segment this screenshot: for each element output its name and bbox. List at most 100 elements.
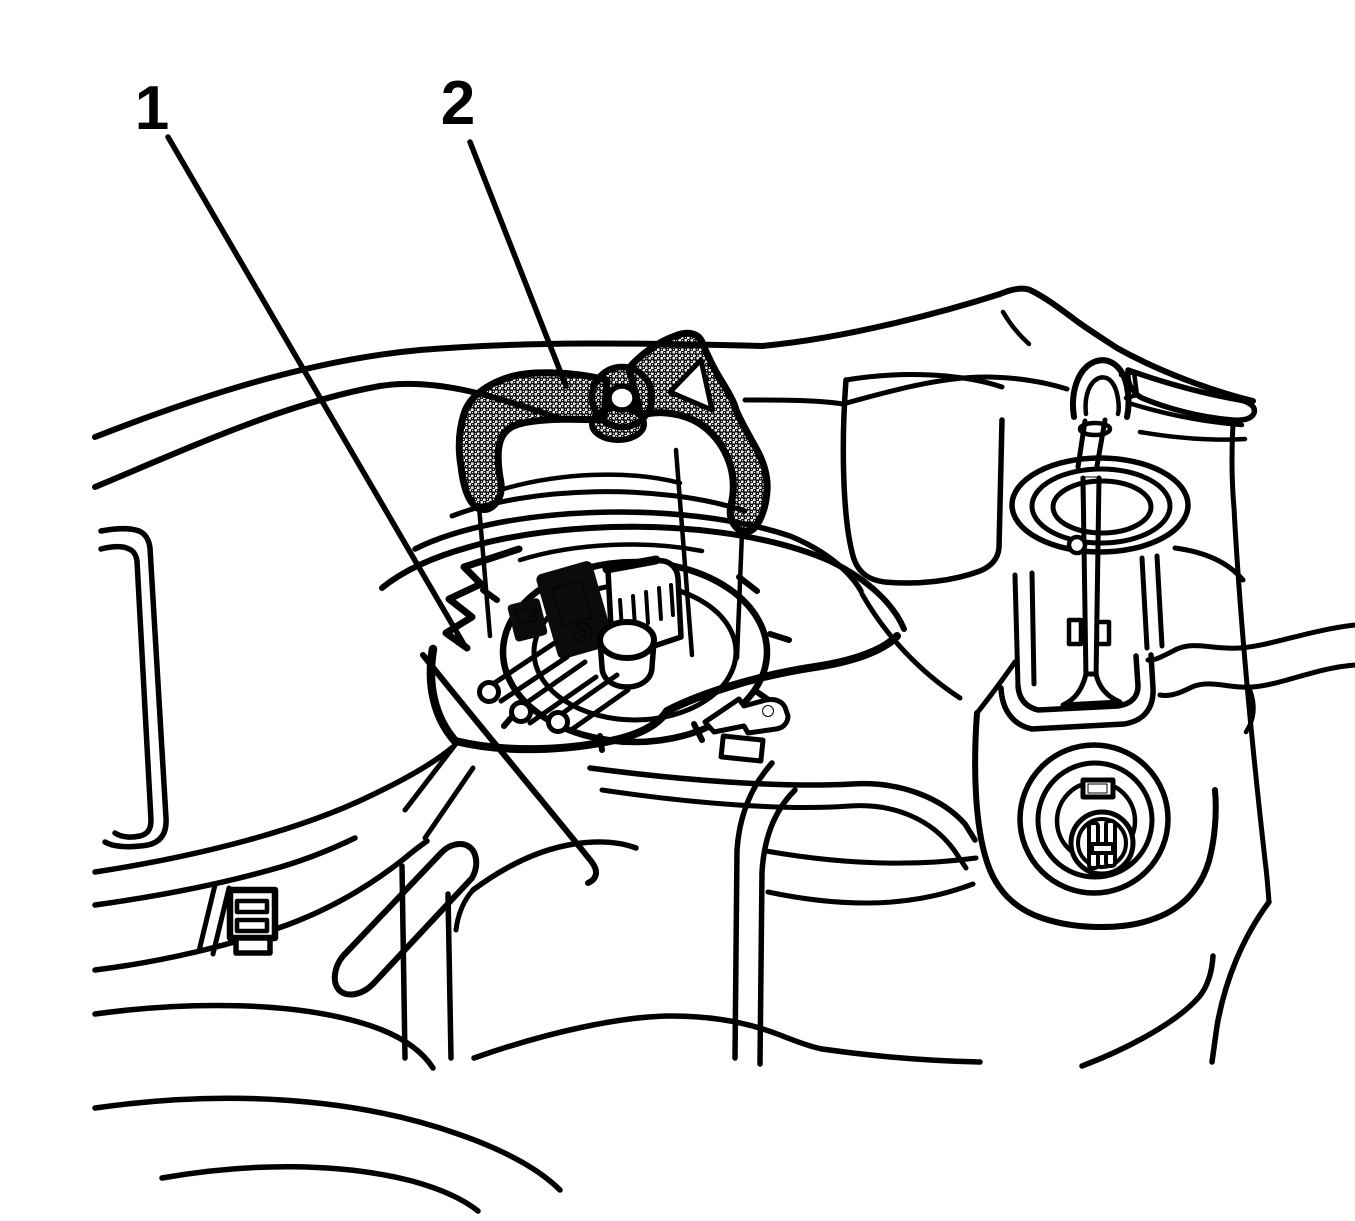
fuel-pipe xyxy=(527,674,599,726)
callout-1-label: 1 xyxy=(135,74,169,143)
bracket-channel-outer xyxy=(998,652,1156,732)
pocket-seam xyxy=(765,881,976,906)
bracket-channel-inner xyxy=(1015,653,1141,713)
pocket-seam xyxy=(763,848,979,866)
bracket-side xyxy=(1154,553,1165,649)
anchor-flag xyxy=(702,696,791,736)
fender-flap xyxy=(1125,367,1258,423)
bracket-side xyxy=(1139,555,1150,651)
pocket-ring xyxy=(1017,742,1171,896)
underbody-contour-line xyxy=(92,838,430,973)
panel-outline xyxy=(840,377,1005,586)
left-strap-inner xyxy=(98,544,154,840)
connector-slot xyxy=(234,917,270,934)
underbody-contour-line xyxy=(92,1002,436,1071)
hatch-tick xyxy=(210,885,232,957)
lock-ring-tool xyxy=(455,329,771,661)
sill-line-upper xyxy=(92,340,765,440)
vent-grommet-tab xyxy=(1118,369,1140,401)
connector-pin-box xyxy=(233,935,273,956)
lock-ring-tab xyxy=(597,733,605,753)
tool-left-arm xyxy=(455,369,611,513)
vent-hose xyxy=(1157,662,1355,698)
underbody-left xyxy=(92,526,563,1214)
panel-fold-line xyxy=(859,591,963,701)
anchor-rivet xyxy=(762,705,774,717)
cover-rib xyxy=(669,583,675,617)
vent-recess-ring xyxy=(1050,478,1154,536)
inner-body-line xyxy=(742,374,1070,407)
vent-tube xyxy=(1080,475,1089,683)
tank-seam-line xyxy=(599,787,969,871)
flap-inner-line xyxy=(1129,401,1245,428)
strap-band xyxy=(757,787,798,1067)
fuel-pipe xyxy=(557,672,620,718)
fender-curve xyxy=(759,285,1256,404)
tube-bell-foot xyxy=(1060,671,1123,708)
tool-leg xyxy=(673,447,695,658)
strap-edge xyxy=(402,742,458,813)
vent-tube-port xyxy=(1066,534,1088,556)
lock-ring-tab xyxy=(691,721,705,743)
access-recess xyxy=(379,472,907,933)
recess-bottom-lip xyxy=(451,632,901,754)
fuel-pipe xyxy=(487,639,559,689)
fuel-pipe-end xyxy=(546,710,570,734)
recess-jagged-edge xyxy=(442,545,523,652)
hose-drop-line xyxy=(1243,687,1256,735)
floor-pocket xyxy=(763,659,1219,930)
tool-leg xyxy=(476,503,493,639)
strap-band xyxy=(445,891,454,1061)
cap-tab-fill xyxy=(1087,783,1108,794)
left-strap-outer xyxy=(98,526,169,850)
tank-top-panel xyxy=(840,372,1005,701)
strap-edge xyxy=(422,765,476,841)
fuel-pipe xyxy=(498,654,570,704)
tool-leg xyxy=(734,529,745,661)
vent-collar xyxy=(1077,420,1113,438)
fuel-pipe-end xyxy=(477,680,501,704)
callouts: 1 2 xyxy=(135,69,569,651)
cover-rib xyxy=(644,590,650,625)
underbody-contour-line xyxy=(92,835,358,908)
hump-bottom-curve xyxy=(470,839,639,893)
strap-band xyxy=(399,863,408,1061)
tube-clip xyxy=(1094,619,1112,647)
vent-hose xyxy=(1145,622,1355,663)
body-fold-line xyxy=(1172,545,1246,583)
sender-cover-edge xyxy=(602,555,661,574)
fender-notch xyxy=(1000,309,1032,347)
lock-ring-tab xyxy=(767,631,792,643)
fuel-pipe xyxy=(516,659,588,711)
recess-rim-arc xyxy=(379,523,907,632)
fuel-pipe-end xyxy=(509,700,533,724)
fender-lines xyxy=(759,285,1272,905)
hatch-tick xyxy=(196,882,218,954)
recess-rim-arc xyxy=(497,472,683,493)
callout-2-label: 2 xyxy=(441,69,475,138)
underbody-contour-line xyxy=(92,1095,563,1193)
underbody-contour-line xyxy=(92,744,456,875)
panel-top-edge xyxy=(843,372,1005,390)
fuel-pipe xyxy=(568,687,631,733)
pocket-cap-inner xyxy=(1076,817,1128,869)
vent-grommet-outer xyxy=(1070,357,1132,420)
body-edge-right xyxy=(1229,421,1272,905)
bracket-side xyxy=(1029,570,1037,687)
hump-wall-stub xyxy=(453,887,476,933)
vent-tube xyxy=(1093,475,1102,683)
strap-band xyxy=(732,760,775,1061)
vent-valve-assembly xyxy=(998,357,1355,735)
bowl-edge-left xyxy=(1079,953,1216,1069)
tank-seam-line xyxy=(587,765,978,843)
pocket-top-join xyxy=(974,659,1018,716)
recess-left-wall xyxy=(426,644,460,746)
connector-slot xyxy=(234,898,270,915)
cap-h-crossbar xyxy=(1090,842,1115,855)
tank-straps xyxy=(331,696,978,1067)
bowl-edge-right xyxy=(1209,899,1272,1065)
hump-edge xyxy=(420,652,599,886)
flange-clip xyxy=(507,598,548,642)
